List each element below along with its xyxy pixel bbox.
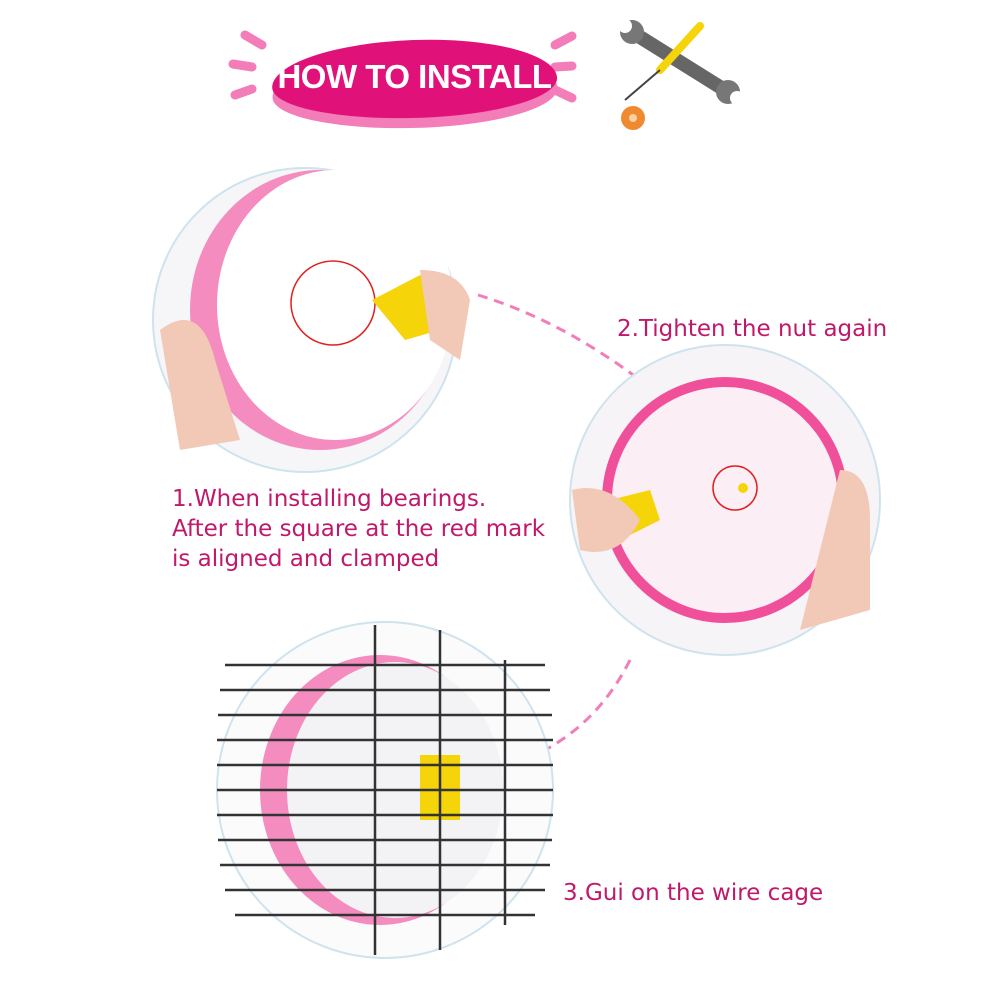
step-2-photo xyxy=(569,344,881,656)
wire-cage xyxy=(217,625,553,955)
red-mark xyxy=(712,465,758,511)
wrench-screwdriver-icon xyxy=(618,19,744,130)
connector-2-3 xyxy=(544,659,632,752)
step-3-photo xyxy=(216,621,554,959)
step-1-text: 1.When installing bearings. After the sq… xyxy=(172,484,545,574)
page-title: HOW TO INSTALL xyxy=(277,58,552,95)
header-rays xyxy=(228,30,577,103)
step-2-text: 2.Tighten the nut again xyxy=(617,316,888,342)
step-1-photo xyxy=(152,167,470,473)
step-1-line: After the square at the red mark xyxy=(172,516,546,542)
step-1-line: is aligned and clamped xyxy=(172,546,440,572)
step-1-line: 1.When installing bearings. xyxy=(172,486,487,512)
step-3-text: 3.Gui on the wire cage xyxy=(563,880,824,906)
connector-1-2 xyxy=(477,293,641,382)
